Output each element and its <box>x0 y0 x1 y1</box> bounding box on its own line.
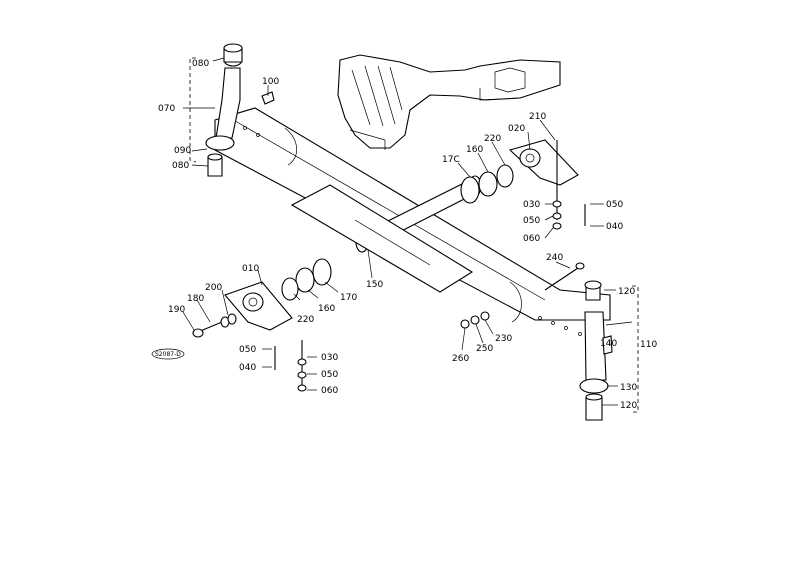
label-260: 260 <box>452 354 469 364</box>
group-brackets <box>189 57 639 413</box>
label-020: 020 <box>508 124 525 134</box>
label-050-left-a: 050 <box>239 345 256 355</box>
rear-bracket <box>224 281 293 331</box>
label-050-right-a: 050 <box>523 216 540 226</box>
hardware-bolts <box>192 140 586 392</box>
label-250: 250 <box>476 344 493 354</box>
label-030-right: 030 <box>523 200 540 210</box>
label-110: 110 <box>640 340 657 350</box>
leader-lines <box>182 57 633 406</box>
label-080-bottom: 080 <box>172 161 189 171</box>
label-040-left: 040 <box>239 363 256 373</box>
tractor-frame-outline <box>337 54 561 150</box>
label-060-right: 060 <box>523 234 540 244</box>
label-060-left: 060 <box>321 386 338 396</box>
label-220-right: 220 <box>484 134 501 144</box>
label-080-top: 080 <box>192 59 209 69</box>
label-010: 010 <box>242 264 259 274</box>
right-knuckle-arm <box>579 280 613 421</box>
label-210: 210 <box>529 112 546 122</box>
label-150: 150 <box>366 280 383 290</box>
label-120-bottom: 120 <box>620 401 637 411</box>
label-140: 140 <box>600 339 617 349</box>
label-050-left-b: 050 <box>321 370 338 380</box>
part-labels: 080 070 090 080 100 210 020 220 160 17C … <box>158 59 657 411</box>
label-170-right: 17C <box>442 155 460 165</box>
label-040-right: 040 <box>606 222 623 232</box>
label-050-right-b: 050 <box>606 200 623 210</box>
reference-stamp: S2087-D <box>151 348 185 360</box>
label-240: 240 <box>546 253 563 263</box>
label-230: 230 <box>495 334 512 344</box>
label-220-left: 220 <box>297 315 314 325</box>
label-200: 200 <box>205 283 222 293</box>
front-bracket <box>508 139 579 186</box>
label-160-right: 160 <box>466 145 483 155</box>
label-100: 100 <box>262 77 279 87</box>
left-knuckle-arm <box>205 43 275 177</box>
label-170-left: 170 <box>340 293 357 303</box>
stamp-text: S2087-D <box>155 351 181 358</box>
label-180: 180 <box>187 294 204 304</box>
support-plate <box>290 184 474 293</box>
label-070: 070 <box>158 104 175 114</box>
label-130: 130 <box>620 383 637 393</box>
label-090: 090 <box>174 146 191 156</box>
label-030-left: 030 <box>321 353 338 363</box>
label-120-top: 120 <box>618 287 635 297</box>
label-190: 190 <box>168 305 185 315</box>
label-160-left: 160 <box>318 304 335 314</box>
